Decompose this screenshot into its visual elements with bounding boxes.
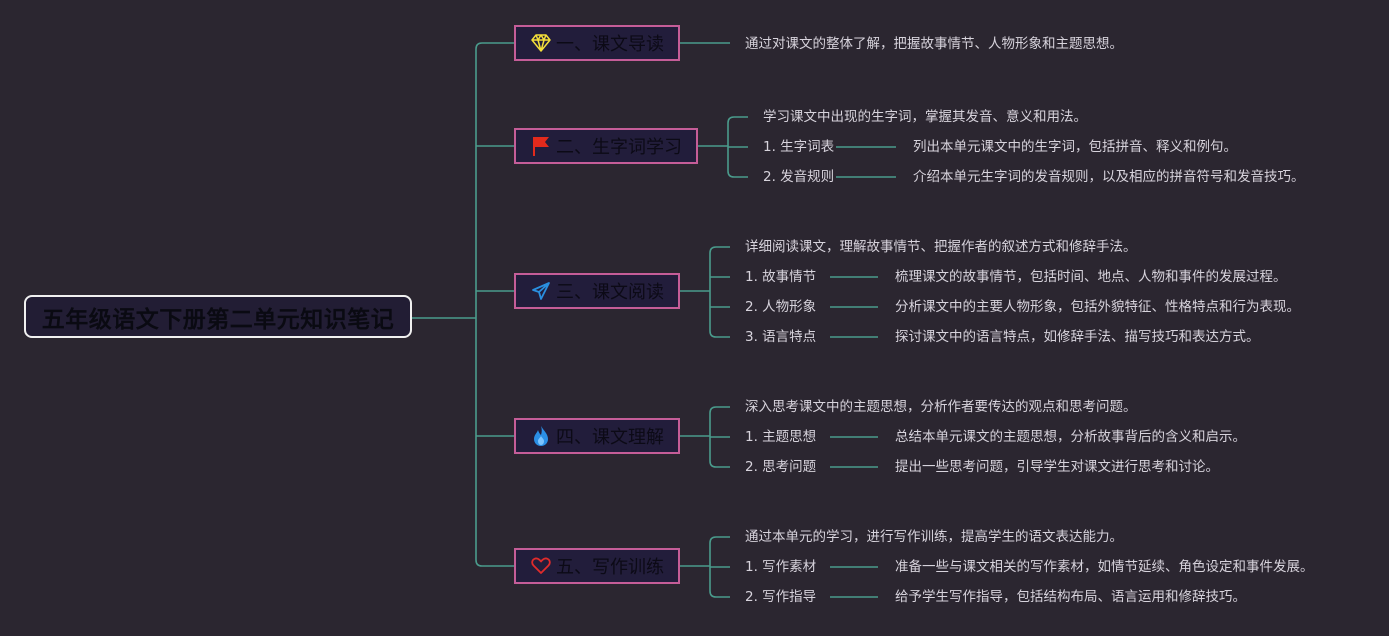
- branch-label: 五、写作训练: [556, 557, 664, 578]
- item-description: 给予学生写作指导，包括结构布局、语言运用和修辞技巧。: [895, 589, 1246, 605]
- branch-summary: 通过本单元的学习，进行写作训练，提高学生的语文表达能力。: [745, 529, 1123, 545]
- item-description: 探讨课文中的语言特点，如修辞手法、描写技巧和表达方式。: [895, 329, 1260, 345]
- branch-label: 一、课文导读: [556, 34, 664, 55]
- branch-summary: 深入思考课文中的主题思想，分析作者要传达的观点和思考问题。: [745, 399, 1137, 415]
- paper-plane-icon: [530, 280, 552, 302]
- item-description: 总结本单元课文的主题思想，分析故事背后的含义和启示。: [895, 429, 1246, 445]
- item-description: 介绍本单元生字词的发音规则，以及相应的拼音符号和发音技巧。: [913, 169, 1305, 185]
- branch-label: 二、生字词学习: [556, 137, 682, 158]
- branch-summary: 学习课文中出现的生字词，掌握其发音、意义和用法。: [763, 109, 1087, 125]
- branch-comprehension[interactable]: 四、课文理解: [514, 418, 680, 454]
- item-label: 2. 写作指导: [745, 589, 817, 605]
- flag-icon: [530, 135, 552, 157]
- branch-reading[interactable]: 三、课文阅读: [514, 273, 680, 309]
- branch-summary: 详细阅读课文，理解故事情节、把握作者的叙述方式和修辞手法。: [745, 239, 1137, 255]
- item-label: 3. 语言特点: [745, 329, 817, 345]
- branch-writing[interactable]: 五、写作训练: [514, 548, 680, 584]
- item-label: 2. 人物形象: [745, 299, 817, 315]
- branch-label: 三、课文阅读: [556, 282, 664, 303]
- branch-vocabulary[interactable]: 二、生字词学习: [514, 128, 698, 164]
- flame-icon: [530, 425, 552, 447]
- branch-label: 四、课文理解: [556, 427, 664, 448]
- item-label: 1. 故事情节: [745, 269, 817, 285]
- item-label: 1. 生字词表: [763, 139, 835, 155]
- item-label: 1. 主题思想: [745, 429, 817, 445]
- item-description: 准备一些与课文相关的写作素材，如情节延续、角色设定和事件发展。: [895, 559, 1314, 575]
- item-label: 2. 思考问题: [745, 459, 817, 475]
- item-label: 2. 发音规则: [763, 169, 835, 185]
- item-description: 梳理课文的故事情节，包括时间、地点、人物和事件的发展过程。: [895, 269, 1287, 285]
- root-title: 五年级语文下册第二单元知识笔记: [41, 306, 395, 333]
- item-description: 提出一些思考问题，引导学生对课文进行思考和讨论。: [895, 459, 1219, 475]
- root-topic[interactable]: 五年级语文下册第二单元知识笔记: [24, 295, 412, 338]
- item-description: 列出本单元课文中的生字词，包括拼音、释义和例句。: [913, 139, 1237, 155]
- heart-icon: [530, 555, 552, 577]
- item-description: 分析课文中的主要人物形象，包括外貌特征、性格特点和行为表现。: [895, 299, 1300, 315]
- item-label: 1. 写作素材: [745, 559, 817, 575]
- diamond-icon: [530, 32, 552, 54]
- branch-summary: 通过对课文的整体了解，把握故事情节、人物形象和主题思想。: [745, 36, 1123, 52]
- branch-course-intro[interactable]: 一、课文导读: [514, 25, 680, 61]
